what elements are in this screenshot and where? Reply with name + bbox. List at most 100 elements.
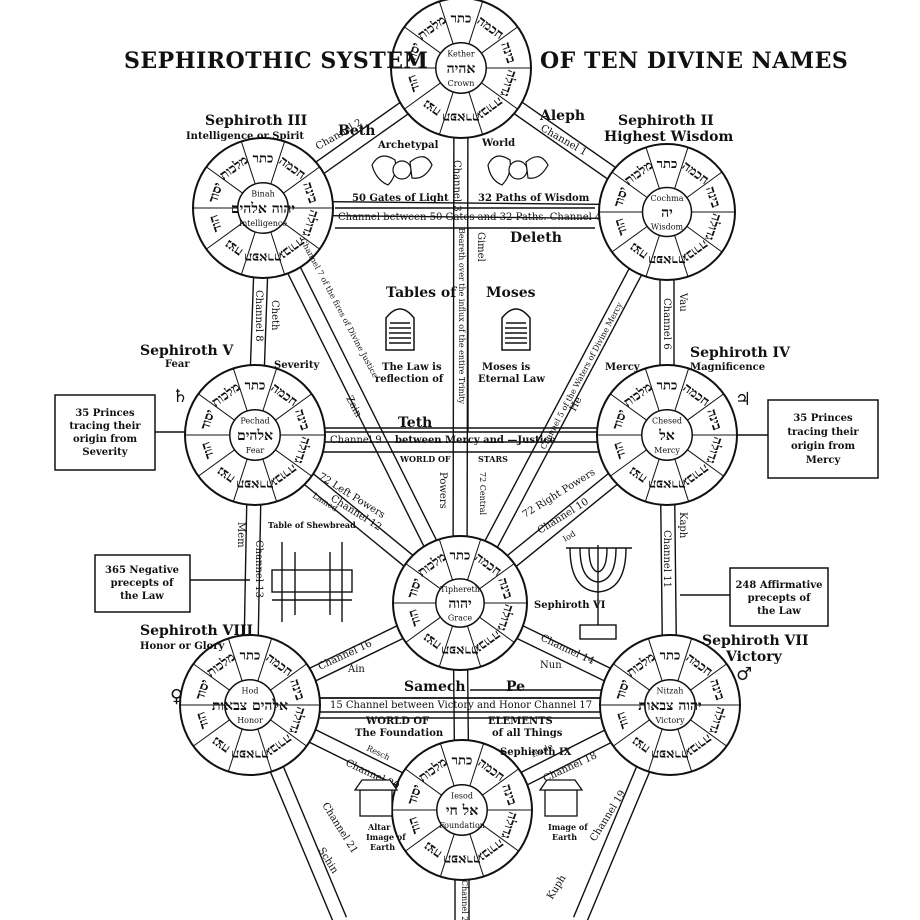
cherub-right-icon [487, 155, 549, 186]
label-trinity: Beareth over the influx of the entire Tr… [457, 228, 466, 405]
sephirah-spoke [439, 743, 455, 787]
sephirah-ring-word: הוד [614, 710, 634, 731]
sephirah-spoke [647, 728, 663, 772]
sephirah-name: Chesed [652, 417, 682, 426]
menorah-icon [566, 545, 632, 640]
sephirah-divine-name: אהיה [447, 61, 476, 77]
sephirah-ring-word: יסוד [613, 678, 634, 702]
sephirah-ring-word: יסוד [405, 576, 426, 600]
sephirah-divine-name: אל [658, 428, 675, 444]
sephirah-ring-word: בינה [494, 576, 515, 601]
heading-seph5: Sephiroth V [140, 343, 235, 359]
label-cheth: Cheth [269, 300, 280, 331]
heading-seph8: Sephiroth VIII [140, 623, 253, 639]
sephirah-spoke [405, 824, 442, 852]
sephirah-attribute: Victory [654, 716, 685, 725]
sephirah-ring-word: בינה [703, 407, 724, 432]
sephirah-spoke [206, 222, 243, 250]
sephirah-spoke [611, 171, 648, 199]
sephirah-ring-word: תפארת [244, 250, 282, 265]
label-mem: Mem [235, 522, 246, 548]
cherub-left-icon [371, 155, 433, 186]
svg-text:Mercy: Mercy [806, 455, 842, 466]
heading-seph2-sub: Highest Wisdom [604, 129, 733, 145]
label-kuph: Kuph [545, 873, 569, 902]
sephirah-spoke [468, 1, 484, 45]
label-elements-b: of all Things [492, 728, 563, 739]
sephirah-spoke [198, 449, 235, 477]
sephirah-spoke [610, 393, 647, 421]
label-moses-b: Eternal Law [478, 374, 545, 385]
label-channel-between: Channel between 50 Gates and 32 Paths. C… [338, 212, 601, 223]
sephirah-spoke [481, 82, 518, 110]
label-samech: Samech [404, 679, 466, 695]
image-of-earth-icon [538, 779, 584, 817]
sephirah-name: Binah [251, 190, 275, 199]
sephirah-spoke [466, 625, 482, 667]
label-moses: Moses [486, 285, 536, 301]
sephirah-spoke [677, 638, 693, 682]
label-aleph: Aleph [539, 108, 585, 124]
sephirah-ring-word: תפארת [651, 747, 689, 762]
sephirah-name: Kether [447, 50, 475, 59]
label-channel8: Channel 8 [253, 290, 264, 342]
svg-text:Severity: Severity [82, 447, 128, 458]
label-archetypal: Archetypal [377, 140, 439, 151]
label-moses-a: Moses is [482, 362, 531, 373]
label-channel11: Channel 11 [661, 530, 672, 588]
svg-text:origin from: origin from [73, 434, 138, 445]
sephirah-ring-word: יסוד [404, 41, 425, 65]
sephirah-attribute: Crown [448, 79, 475, 88]
sephirah-spoke [438, 539, 454, 581]
sephirah-divine-name: יהוה אלהים [231, 201, 295, 217]
sephirah-divine-name: יהוה [448, 596, 471, 612]
sephirah-spoke [674, 147, 689, 189]
sephirah-attribute: Wisdom [651, 223, 684, 232]
sephirah-ring-word: יסוד [405, 783, 426, 807]
sephirah-divine-name: יהוה צבאות [638, 698, 701, 714]
title-left: SEPHIROTHIC SYSTEM [124, 48, 428, 74]
box-princes-severity: 35 Princes tracing their origin from Sev… [54, 394, 185, 471]
sephirah-spoke [240, 141, 256, 185]
mars-symbol-icon: ♄ [172, 386, 188, 407]
label-channel1: Channel 1 [539, 123, 589, 158]
label-world-foundation-b: The Foundation [355, 728, 444, 739]
sephirah-spoke [469, 743, 485, 787]
sephirah-spoke [438, 91, 454, 135]
channel-line [256, 210, 455, 607]
svg-text:tracing their: tracing their [69, 421, 141, 432]
sephirah-ring-word: יסוד [611, 185, 632, 209]
sephirah-spoke [405, 616, 441, 643]
sephirah-spoke [674, 368, 690, 412]
label-between: between Mercy and —Justice [395, 435, 556, 446]
sephirah-ring-word: תפארת [648, 252, 686, 267]
sephirah-divine-name: אלהים צבאות [212, 698, 288, 714]
label-resch: Resch [365, 744, 391, 763]
sephirah-ring-word: כתר [660, 648, 681, 663]
label-stars: STARS [478, 454, 508, 464]
sephirah-spoke [227, 638, 243, 682]
sephirah-spoke [193, 719, 230, 747]
sephirah-ring-word: הוד [612, 216, 632, 237]
channel-line [465, 214, 674, 607]
label-paths: 32 Paths of Wisdom [478, 193, 590, 204]
label-table-shewbread: Table of Shewbread [268, 520, 356, 530]
label-nun: Nun [540, 660, 562, 671]
sephirah-ring-word: תפארת [443, 852, 481, 867]
svg-text:precepts of: precepts of [748, 593, 811, 604]
sephirah-spoke [270, 141, 286, 185]
table-of-shewbread-icon [271, 542, 353, 622]
svg-text:35 Princes: 35 Princes [75, 408, 135, 419]
svg-text:origin from: origin from [791, 441, 856, 452]
sephirah-spoke [232, 458, 248, 502]
label-channel22: Channel 22 [460, 880, 469, 920]
sephirah-spoke [270, 231, 286, 275]
sephirah-divine-name: אל חי [446, 803, 478, 819]
label-gates: 50 Gates of Light [352, 193, 449, 204]
mars-male-symbol-icon: ♂ [736, 664, 752, 685]
box-affirmative-precepts: 248 Affirmative precepts of the Law [680, 567, 829, 627]
